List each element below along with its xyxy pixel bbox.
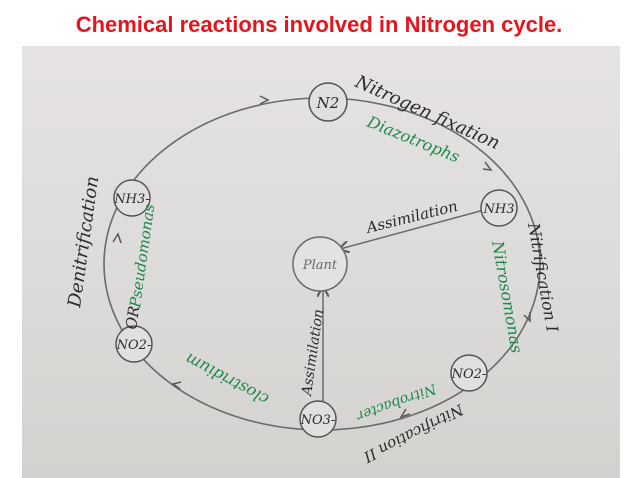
ring-arrow-bottomleft — [171, 381, 182, 390]
ring-arrow-right — [523, 312, 531, 323]
node-no3: NO3- — [299, 400, 337, 438]
svg-text:NO2-: NO2- — [116, 338, 152, 353]
label-clostridium: clostridium — [182, 349, 272, 409]
ring-arrow-bottomright — [399, 408, 411, 419]
svg-text:NO2-: NO2- — [451, 367, 487, 382]
label-nitrosomonas: Nitrosomonas — [488, 238, 527, 354]
ring-arrow-top — [259, 95, 270, 105]
node-nh3-left: NH3- — [113, 179, 151, 217]
svg-text:NH3-: NH3- — [113, 192, 149, 207]
svg-text:N2: N2 — [316, 94, 340, 112]
svg-text:NH3: NH3 — [483, 202, 515, 217]
page-title: Chemical reactions involved in Nitrogen … — [75, 12, 563, 37]
node-n2: N2 — [308, 82, 348, 122]
label-denitrification: Denitrification — [64, 175, 103, 310]
node-no2-left: NO2- — [115, 325, 153, 363]
svg-text:NO3-: NO3- — [300, 413, 336, 428]
diagram-photo: N2 NH3 NO2- NO3- NO2- NH3- Plant Nitroge… — [22, 46, 620, 478]
node-no2-right: NO2- — [450, 354, 488, 392]
label-assimilation-top: Assimilation — [363, 197, 460, 238]
nitrogen-cycle-diagram: N2 NH3 NO2- NO3- NO2- NH3- Plant Nitroge… — [64, 71, 562, 467]
ring-arrow-left — [112, 232, 122, 244]
node-plant: Plant — [292, 236, 348, 292]
ring-arrow-upperright — [482, 161, 493, 171]
label-pseudomonas: Pseudomonas — [126, 203, 158, 310]
node-nh3: NH3 — [480, 189, 518, 227]
assimilation-arrow-top — [340, 209, 485, 249]
svg-text:Plant: Plant — [302, 258, 338, 273]
label-or: OR — [122, 305, 143, 331]
